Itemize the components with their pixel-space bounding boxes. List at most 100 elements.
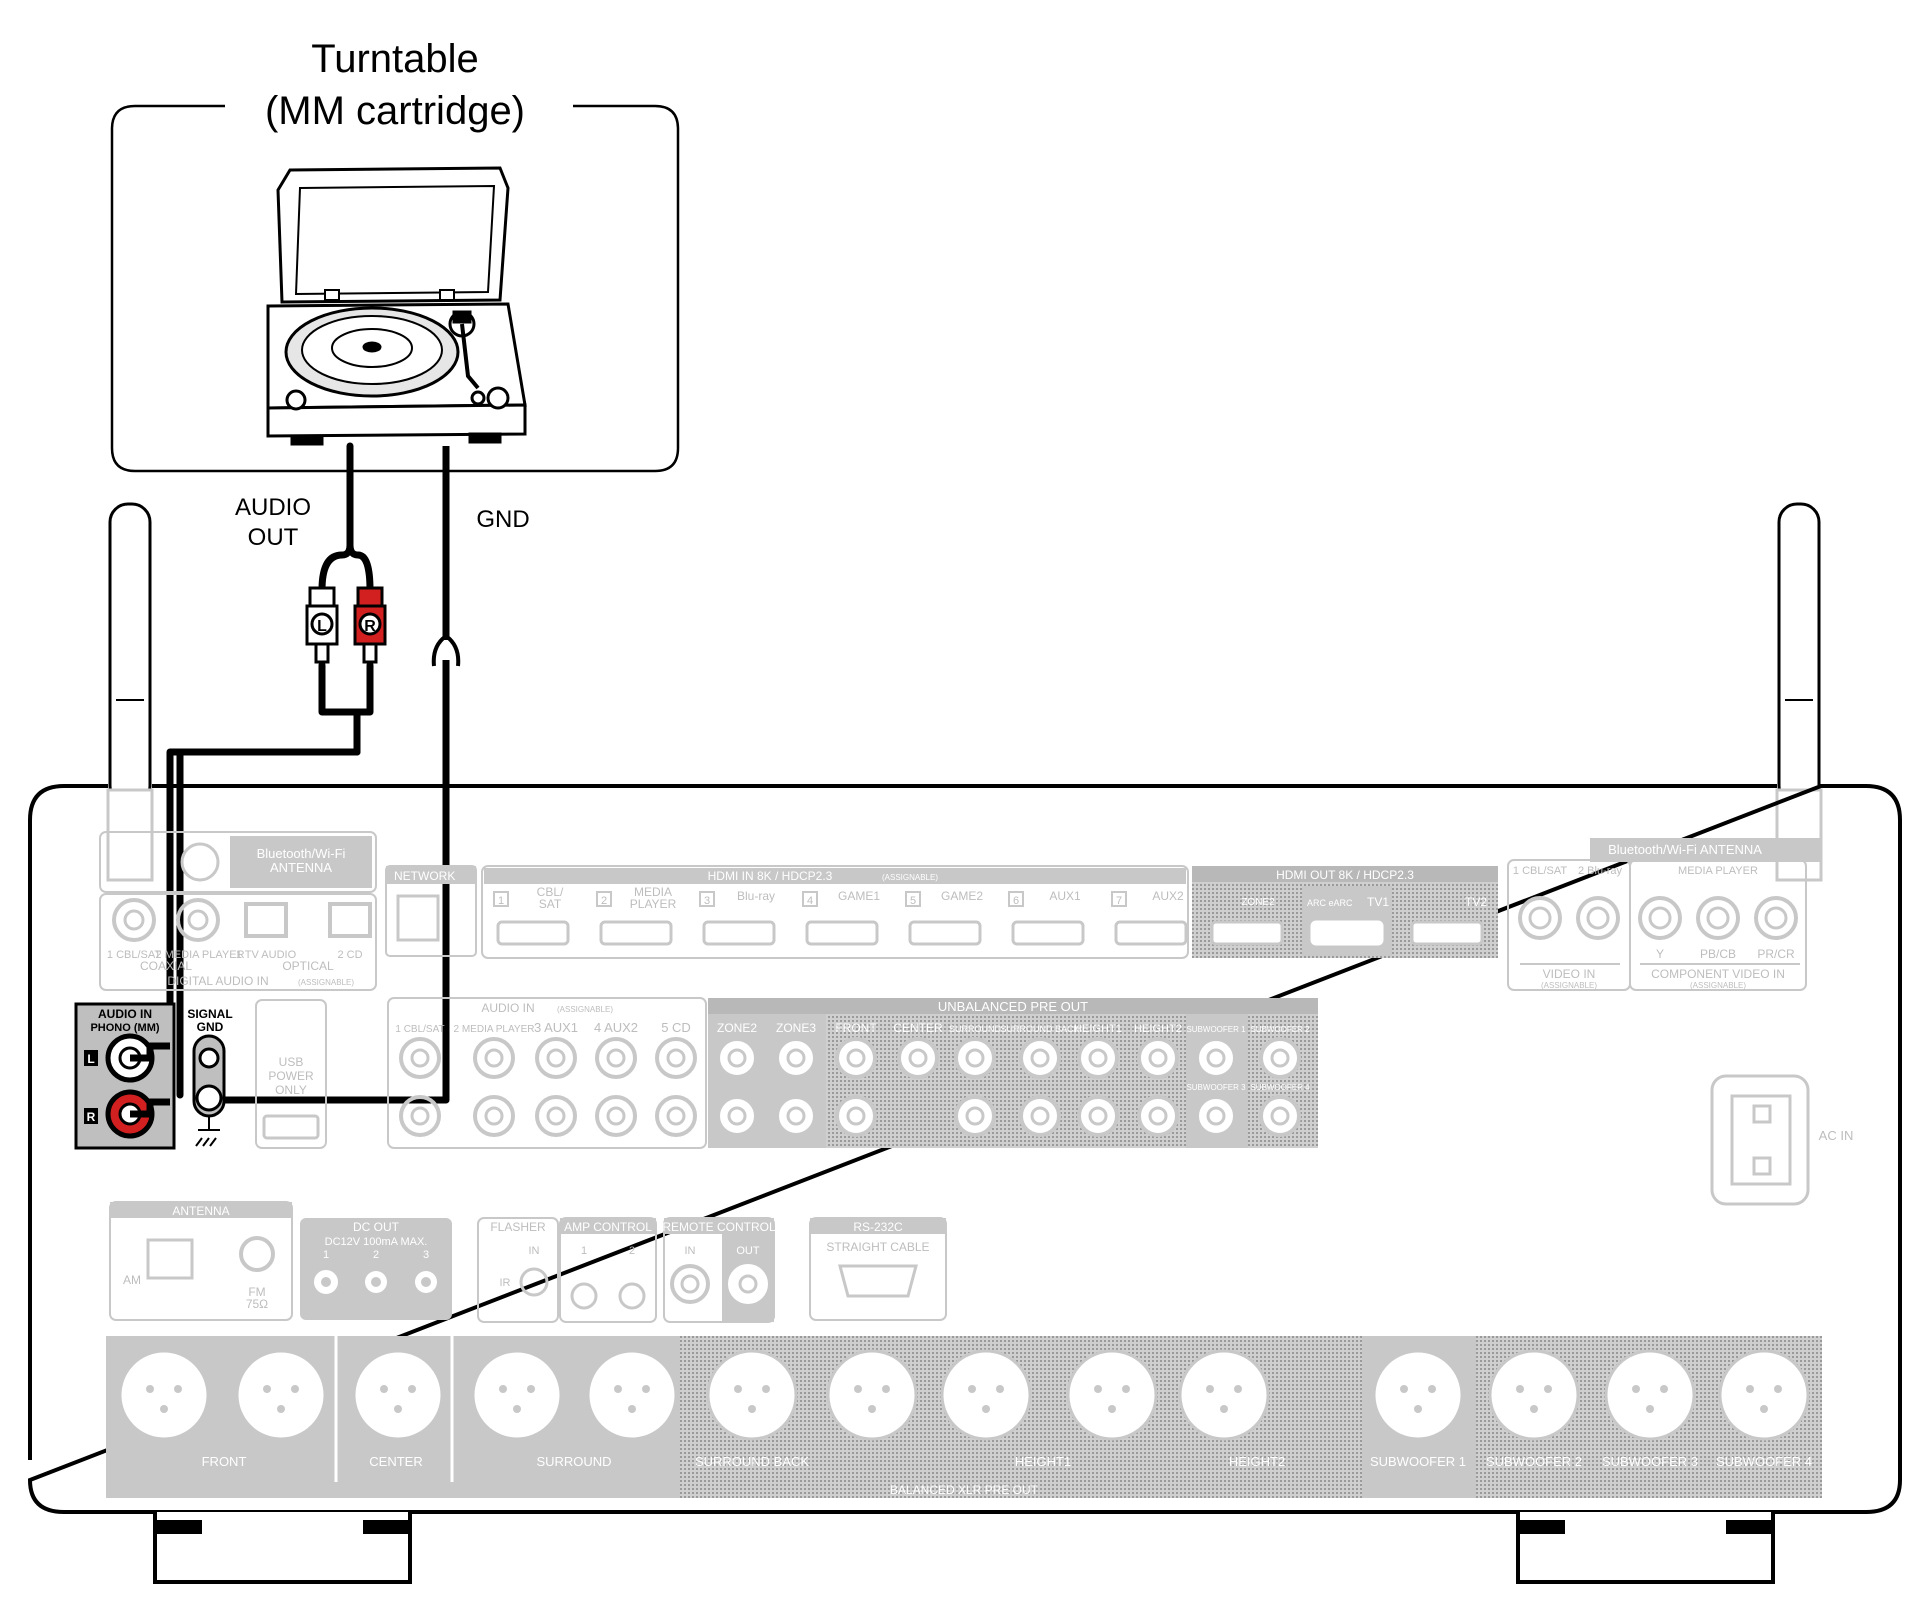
svg-text:COAXIAL: COAXIAL	[140, 959, 192, 973]
pre-out-label: SUBWOOFER 4	[1250, 1083, 1310, 1092]
phono-input[interactable]: AUDIO IN PHONO (MM) L R	[74, 1002, 176, 1150]
xlr-pin	[748, 1405, 756, 1413]
xlr-pin	[1428, 1385, 1436, 1393]
svg-text:2 Blu-ray: 2 Blu-ray	[1578, 865, 1623, 877]
svg-text:MEDIA PLAYER: MEDIA PLAYER	[1678, 865, 1758, 877]
svg-text:PB/CB: PB/CB	[1700, 947, 1736, 961]
audio-in-jack-center	[546, 1048, 566, 1068]
turntable-icon	[266, 166, 527, 446]
svg-text:FM: FM	[248, 1285, 265, 1299]
xlr-jack	[1604, 1349, 1696, 1441]
hdmi-port-number-box	[493, 891, 509, 907]
svg-text:(ASSIGNABLE): (ASSIGNABLE)	[298, 978, 354, 987]
svg-text:1 CBL/SAT: 1 CBL/SAT	[395, 1024, 444, 1035]
xlr-pin	[394, 1405, 402, 1413]
svg-text:2: 2	[373, 1249, 379, 1261]
pre-out-jack-center	[1270, 1106, 1290, 1126]
audio-in-jack	[473, 1095, 515, 1137]
gnd-spade-terminal	[431, 634, 461, 667]
hdmi-port-number: 6	[1013, 895, 1019, 907]
audio-in-jack-center	[484, 1048, 504, 1068]
usb-panel: USB POWER ONLY	[255, 999, 327, 1149]
xlr-pin	[291, 1385, 299, 1393]
pre-out-jack	[716, 1037, 758, 1079]
pre-out-jack-center	[727, 1106, 747, 1126]
svg-text:3: 3	[423, 1249, 429, 1261]
xlr-pin	[408, 1385, 416, 1393]
hdmi-port-number: 7	[1116, 895, 1122, 907]
pre-out-label: ZONE3	[776, 1021, 816, 1035]
pre-out-jack-center	[1270, 1048, 1290, 1068]
turntable-title: Turntable	[311, 37, 479, 81]
svg-text:IN: IN	[529, 1245, 540, 1257]
hdmi-port-label: PLAYER	[630, 897, 677, 911]
svg-text:NETWORK: NETWORK	[394, 869, 455, 883]
xlr-group-label: HEIGHT2	[1229, 1454, 1285, 1469]
audio-in-jack	[535, 1095, 577, 1137]
svg-text:Bluetooth/Wi-Fi ANTENNA: Bluetooth/Wi-Fi ANTENNA	[1608, 842, 1762, 857]
svg-text:R: R	[87, 1110, 96, 1124]
pre-out-jack	[835, 1095, 877, 1137]
svg-text:1 CBL/SAT: 1 CBL/SAT	[1513, 865, 1567, 877]
svg-text:AUDIO IN: AUDIO IN	[481, 1001, 534, 1015]
bt-antenna-right-label: Bluetooth/Wi-Fi ANTENNA	[1590, 838, 1822, 862]
signal-gnd-terminal[interactable]: SIGNAL GND	[187, 1007, 233, 1147]
hdmi-in-port	[496, 920, 570, 946]
hdmi-in-port	[1011, 920, 1085, 946]
svg-text:USB: USB	[279, 1055, 304, 1069]
svg-text:UNBALANCED PRE OUT: UNBALANCED PRE OUT	[938, 999, 1088, 1014]
svg-text:(ASSIGNABLE): (ASSIGNABLE)	[1541, 981, 1597, 990]
hdmi-port-label: CBL/	[537, 885, 564, 899]
svg-text:PR/CR: PR/CR	[1757, 947, 1795, 961]
xlr-jack	[1488, 1349, 1580, 1441]
antenna-left	[106, 502, 154, 882]
xlr-pin	[762, 1385, 770, 1393]
pre-out-jack	[1077, 1037, 1119, 1079]
svg-text:GND: GND	[197, 1020, 224, 1034]
xlr-group-label: SUBWOOFER 1	[1370, 1454, 1466, 1469]
xlr-pin	[1206, 1385, 1214, 1393]
pre-out-jack	[775, 1037, 817, 1079]
audio-in-jack-center	[410, 1106, 430, 1126]
svg-text:BALANCED XLR PRE OUT: BALANCED XLR PRE OUT	[890, 1483, 1039, 1497]
svg-text:1: 1	[323, 1249, 329, 1261]
xlr-jack	[471, 1349, 563, 1441]
phono-plug-ends	[130, 1042, 170, 1118]
turntable-subtitle: (MM cartridge)	[265, 89, 525, 133]
xlr-jack	[352, 1349, 444, 1441]
svg-text:2 MEDIA PLAYER: 2 MEDIA PLAYER	[454, 1024, 535, 1035]
pre-out-jack	[1137, 1037, 1179, 1079]
svg-text:75Ω: 75Ω	[246, 1297, 268, 1311]
xlr-pin	[1414, 1405, 1422, 1413]
signal-gnd-label: SIGNAL	[187, 1007, 232, 1021]
pre-out-label: SURROUND	[949, 1024, 1002, 1034]
pre-out-jack-center	[1148, 1106, 1168, 1126]
turntable-frame	[110, 104, 680, 473]
xlr-pin	[1400, 1385, 1408, 1393]
xlr-jack	[826, 1349, 918, 1441]
svg-text:R: R	[364, 618, 376, 635]
audio-in-jack	[655, 1095, 697, 1137]
hdmi-in-port	[908, 920, 982, 946]
pre-out-jack	[897, 1037, 939, 1079]
xlr-pin	[277, 1405, 285, 1413]
xlr-group-label: SURROUND	[536, 1454, 611, 1469]
pre-out-jack	[1195, 1095, 1237, 1137]
pre-out-label: ZONE2	[717, 1021, 757, 1035]
gnd-cable	[210, 446, 450, 1104]
xlr-pin	[982, 1405, 990, 1413]
pre-out-jack-center	[1030, 1106, 1050, 1126]
xlr-pin	[527, 1385, 535, 1393]
rca-plug-right: R	[353, 586, 387, 664]
svg-text:ZONE2: ZONE2	[1241, 897, 1275, 908]
svg-text:AM: AM	[123, 1273, 141, 1287]
xlr-pin	[1122, 1385, 1130, 1393]
svg-text:FLASHER: FLASHER	[490, 1220, 546, 1234]
hdmi-port-number: 3	[704, 895, 710, 907]
pre-out-jack	[1195, 1037, 1237, 1079]
pre-out-jack-center	[1148, 1048, 1168, 1068]
audio-in-jack	[595, 1095, 637, 1137]
